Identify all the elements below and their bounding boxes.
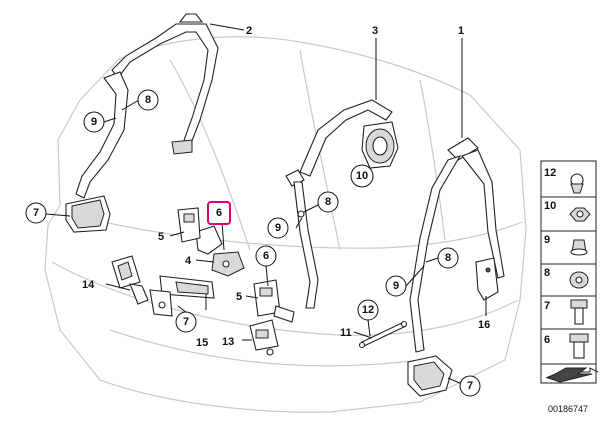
svg-text:8: 8 [325,196,331,208]
svg-text:9: 9 [393,280,399,292]
callout-9-left: 9 [83,111,105,133]
legend-icon-washer-8 [569,271,589,289]
callout-14: 14 [82,279,95,291]
svg-text:9: 9 [275,222,281,234]
callout-6-highlighted[interactable]: 6 [207,201,231,225]
legend-label-10: 10 [544,200,556,212]
svg-text:8: 8 [145,94,151,106]
rear-seat-outline [44,36,527,413]
part-15-double-buckle [149,275,215,317]
svg-text:6: 6 [263,250,269,262]
callout-5-upper: 5 [158,231,164,243]
svg-text:6: 6 [216,207,222,219]
callout-8-right: 8 [437,247,459,269]
callout-7-middle: 7 [175,311,197,333]
svg-text:10: 10 [356,170,368,182]
callout-13: 13 [222,336,234,348]
legend-icon-nut-10 [569,207,591,222]
legend-arrow-icon [545,367,599,383]
callout-16: 16 [478,319,490,331]
callout-15: 15 [196,337,208,349]
legend-icon-screw-12 [570,173,584,194]
callout-6-center: 6 [255,245,277,267]
callout-9-center: 9 [267,217,289,239]
callout-1: 1 [458,25,464,37]
callout-labels: 2 3 1 5 4 14 15 5 13 11 16 [82,25,490,349]
callout-12: 12 [357,299,379,321]
callout-9-right: 9 [385,275,407,297]
callout-11: 11 [340,327,352,339]
svg-text:7: 7 [183,316,189,328]
callout-3: 3 [372,25,378,37]
svg-text:9: 9 [91,116,97,128]
circled-callouts: 8 9 7 6 7 8 9 10 [25,89,481,397]
hardware-legend-panel: 12 10 9 8 7 6 [540,160,599,384]
callout-10: 10 [350,164,374,188]
leader-lines [45,23,487,385]
part-14-buckle [111,255,149,305]
part-13-buckle-anchor [249,319,279,356]
legend-label-12: 12 [544,167,556,179]
legend-label-7: 7 [544,300,550,312]
center-seat-belt-assembly [285,99,399,309]
svg-text:12: 12 [362,304,374,316]
svg-text:8: 8 [445,252,451,264]
legend-icon-bolt-7 [570,299,588,325]
legend-label-6: 6 [544,334,550,346]
right-seat-belt-assembly [407,137,505,397]
callout-7-right: 7 [459,375,481,397]
left-seat-belt-assembly [65,13,219,233]
callout-2: 2 [246,25,252,37]
legend-icon-cap-9 [570,239,588,256]
svg-text:7: 7 [467,380,473,392]
callout-5-lower: 5 [236,291,242,303]
part-11-bar [358,320,408,349]
legend-icon-bolt-6 [569,333,589,359]
callout-8-center: 8 [317,191,339,213]
legend-label-9: 9 [544,234,550,246]
legend-label-8: 8 [544,267,550,279]
callout-7-left: 7 [25,202,47,224]
part-16-cover [475,257,499,301]
part-5-buckle-upper [177,207,201,243]
part-5-buckle-lower [253,279,295,323]
callout-8-left: 8 [137,89,159,111]
part-4-buckle-bracket [195,225,245,277]
svg-text:7: 7 [33,207,39,219]
catalog-number: 00186747 [548,404,589,414]
callout-4: 4 [185,255,192,267]
